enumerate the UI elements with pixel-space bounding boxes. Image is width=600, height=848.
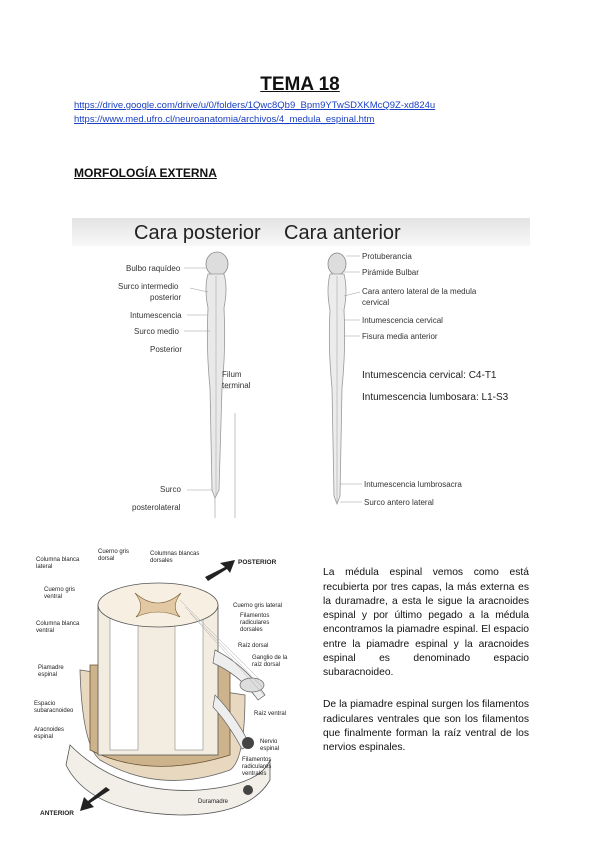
note-lumbosara: Intumescencia lumbosara: L1-S3 bbox=[362, 392, 509, 403]
paragraph-filamentos: De la piamadre espinal surgen los filame… bbox=[323, 699, 529, 754]
label-surco: Surco bbox=[160, 485, 181, 494]
figure-header-band bbox=[72, 218, 530, 246]
heading-posterior: Cara posterior bbox=[134, 222, 261, 244]
label-anterior: ANTERIOR bbox=[40, 810, 74, 817]
label-raiz-ventral: Raíz ventral bbox=[254, 711, 287, 717]
label-surco-intermedio: Surco intermedio bbox=[118, 282, 179, 291]
drive-link[interactable]: https://drive.google.com/drive/u/0/folde… bbox=[74, 100, 436, 111]
label-duramadre: Duramadre bbox=[198, 799, 229, 805]
label-fisura: Fisura media anterior bbox=[362, 332, 438, 341]
ufro-link[interactable]: https://www.med.ufro.cl/neuroanatomia/ar… bbox=[74, 114, 375, 125]
section-title: MORFOLOGÍA EXTERNA bbox=[74, 166, 217, 180]
label-raiz-dorsal: Raíz dorsal bbox=[238, 643, 269, 649]
label-surco-medio: Surco medio bbox=[134, 327, 179, 336]
label-intumescencia-lumbrosacra: Intumescencia lumbrosacra bbox=[364, 480, 462, 489]
label-filum: Filum bbox=[222, 370, 242, 379]
label-protuberancia: Protuberancia bbox=[362, 252, 412, 261]
spinal-cord-external-figure: Cara posterior Cara anterior Bulbo raquí… bbox=[72, 218, 530, 522]
label-cuerno-gris-lateral: Cuerno gris lateral bbox=[233, 603, 283, 609]
label-cara-antero: Cara antero lateral de la medula bbox=[362, 287, 477, 296]
label-intumescencia: Intumescencia bbox=[130, 311, 182, 320]
label-terminal: terminal bbox=[222, 381, 251, 390]
spinal-cord-drawing bbox=[184, 251, 362, 518]
meninges-drawing bbox=[65, 560, 271, 816]
label-posterior-2: Posterior bbox=[150, 345, 183, 354]
label-posterior: POSTERIOR bbox=[238, 559, 277, 566]
page-title: TEMA 18 bbox=[260, 74, 340, 95]
label-piramide: Pirámide Bulbar bbox=[362, 268, 419, 277]
label-surco-antero: Surco antero lateral bbox=[364, 498, 434, 507]
label-bulbo: Bulbo raquídeo bbox=[126, 264, 181, 273]
label-cervical: cervical bbox=[362, 298, 390, 307]
label-intumescencia-cervical: Intumescencia cervical bbox=[362, 316, 443, 325]
paragraph-meninges: La médula espinal vemos como está recubi… bbox=[323, 567, 529, 679]
note-cervical: Intumescencia cervical: C4-T1 bbox=[362, 370, 497, 381]
label-posterior-1: posterior bbox=[150, 293, 182, 302]
label-posterolateral: posterolateral bbox=[132, 503, 181, 512]
heading-anterior: Cara anterior bbox=[284, 222, 401, 244]
